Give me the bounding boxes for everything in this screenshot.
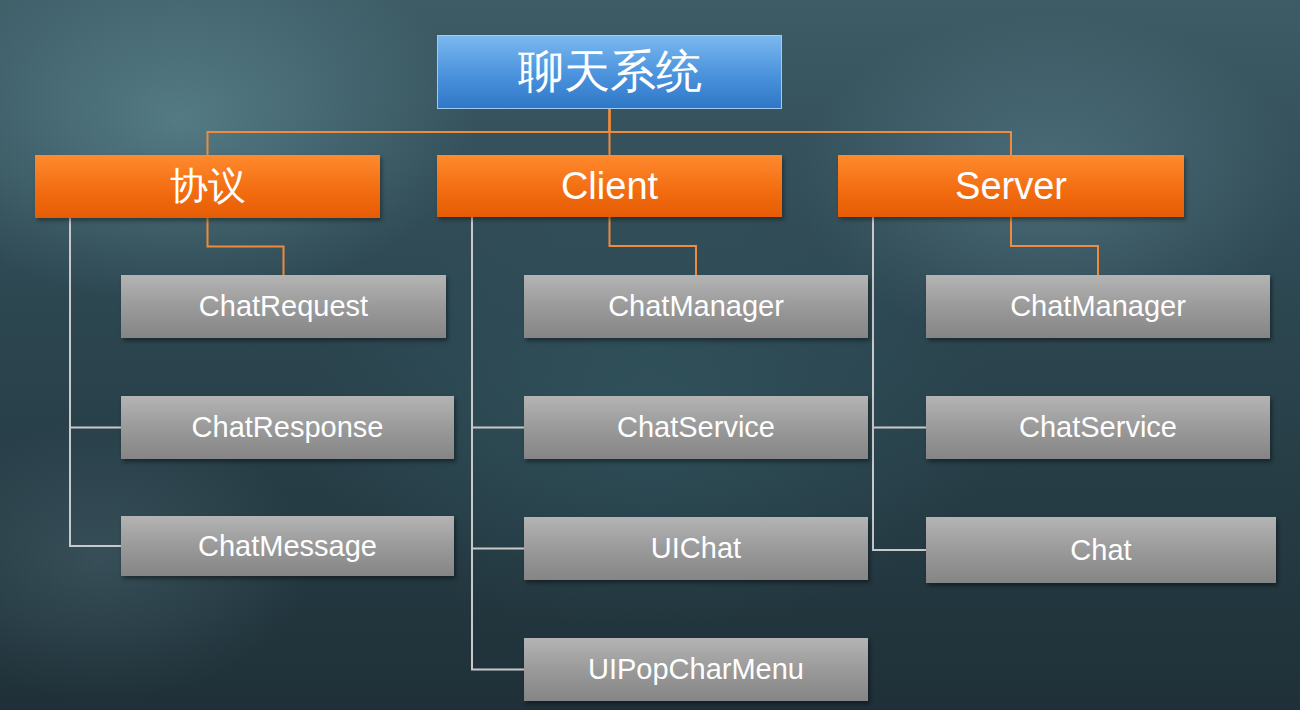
box-label: ChatService — [1019, 411, 1177, 444]
box-label: UIPopCharMenu — [588, 653, 804, 686]
box-label: 聊天系统 — [518, 41, 702, 103]
box-label: Chat — [1070, 534, 1131, 567]
tree-connector — [1011, 217, 1098, 275]
group-box: Client — [437, 155, 782, 217]
box-label: UIChat — [651, 532, 741, 565]
item-box: Chat — [926, 517, 1276, 583]
item-box: ChatService — [524, 396, 868, 459]
box-label: ChatManager — [608, 290, 784, 323]
item-box: ChatMessage — [121, 516, 454, 576]
box-label: Server — [955, 165, 1067, 208]
item-box: ChatManager — [524, 275, 868, 338]
tree-connector — [208, 218, 284, 275]
group-box: 协议 — [35, 155, 380, 218]
box-label: ChatService — [617, 411, 775, 444]
tree-connector — [70, 218, 121, 546]
item-box: UIChat — [524, 517, 868, 580]
item-box: ChatManager — [926, 275, 1270, 338]
box-label: Client — [561, 165, 658, 208]
box-label: ChatResponse — [192, 411, 384, 444]
tree-connector — [70, 218, 121, 428]
item-box: ChatService — [926, 396, 1270, 459]
tree-connector — [873, 217, 926, 428]
tree-connector — [472, 217, 524, 428]
item-box: UIPopCharMenu — [524, 638, 868, 701]
tree-connector — [610, 217, 697, 275]
box-label: 协议 — [170, 161, 246, 212]
root-box: 聊天系统 — [437, 35, 782, 109]
box-label: ChatMessage — [198, 530, 377, 563]
item-box: ChatResponse — [121, 396, 454, 459]
tree-connector — [472, 217, 524, 549]
tree-connector — [208, 109, 610, 155]
box-label: ChatManager — [1010, 290, 1186, 323]
item-box: ChatRequest — [121, 275, 446, 338]
tree-connector — [610, 109, 1012, 155]
tree-connector — [472, 217, 524, 670]
group-box: Server — [838, 155, 1184, 217]
box-label: ChatRequest — [199, 290, 368, 323]
tree-connector — [873, 217, 926, 550]
